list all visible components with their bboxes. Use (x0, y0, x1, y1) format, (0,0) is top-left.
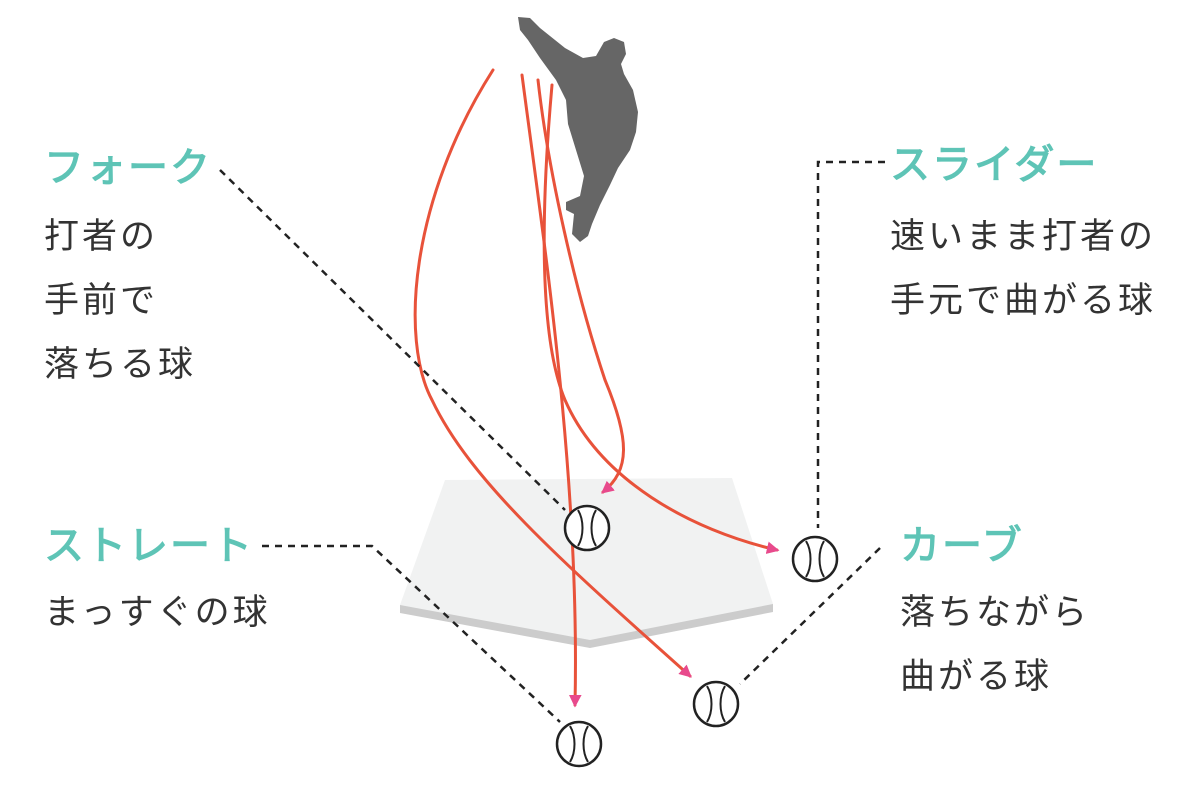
straight-title: ストレート (44, 523, 254, 569)
slider-title: スライダー (890, 142, 1099, 188)
slider-trajectory (542, 83, 780, 554)
curve-leader-line (739, 547, 881, 685)
home-plate-top (400, 478, 773, 640)
curve-title: カーブ (900, 523, 1024, 569)
trajectories (413, 68, 780, 708)
slider-leader-line (816, 160, 885, 528)
fork-description-line: 打者の (44, 217, 159, 257)
straight-trajectory (520, 73, 582, 708)
fork-baseball-icon (563, 504, 611, 552)
fork-trajectory (536, 78, 625, 494)
curve-description-line: 曲がる球 (900, 657, 1053, 697)
baseballs (555, 504, 839, 768)
fork-description-line: 落ちる球 (44, 345, 197, 385)
slider-description-line: 手元で曲がる球 (890, 281, 1157, 321)
leader-lines (219, 160, 885, 723)
curve-description: 落ちながら 曲がる球 (900, 581, 1090, 709)
pitcher-silhouette-icon (518, 17, 638, 242)
straight-leader-line (262, 544, 561, 723)
straight-baseball-icon (555, 720, 603, 768)
fork-description: 打者の 手前で 落ちる球 (44, 205, 196, 397)
fork-title: フォーク (44, 145, 212, 191)
curve-baseball-icon (692, 680, 740, 728)
slider-baseball-icon (791, 535, 839, 583)
curve-trajectory (413, 68, 692, 678)
home-plate (400, 478, 773, 648)
slider-description: 速いまま打者の 手元で曲がる球 (890, 205, 1156, 333)
slider-description-line: 速いまま打者の (890, 217, 1157, 257)
fork-leader-line (219, 169, 566, 511)
straight-description: まっすぐの球 (44, 581, 271, 645)
straight-description-line: まっすぐの球 (44, 593, 271, 633)
curve-description-line: 落ちながら (900, 593, 1091, 633)
fork-description-line: 手前で (44, 281, 159, 321)
